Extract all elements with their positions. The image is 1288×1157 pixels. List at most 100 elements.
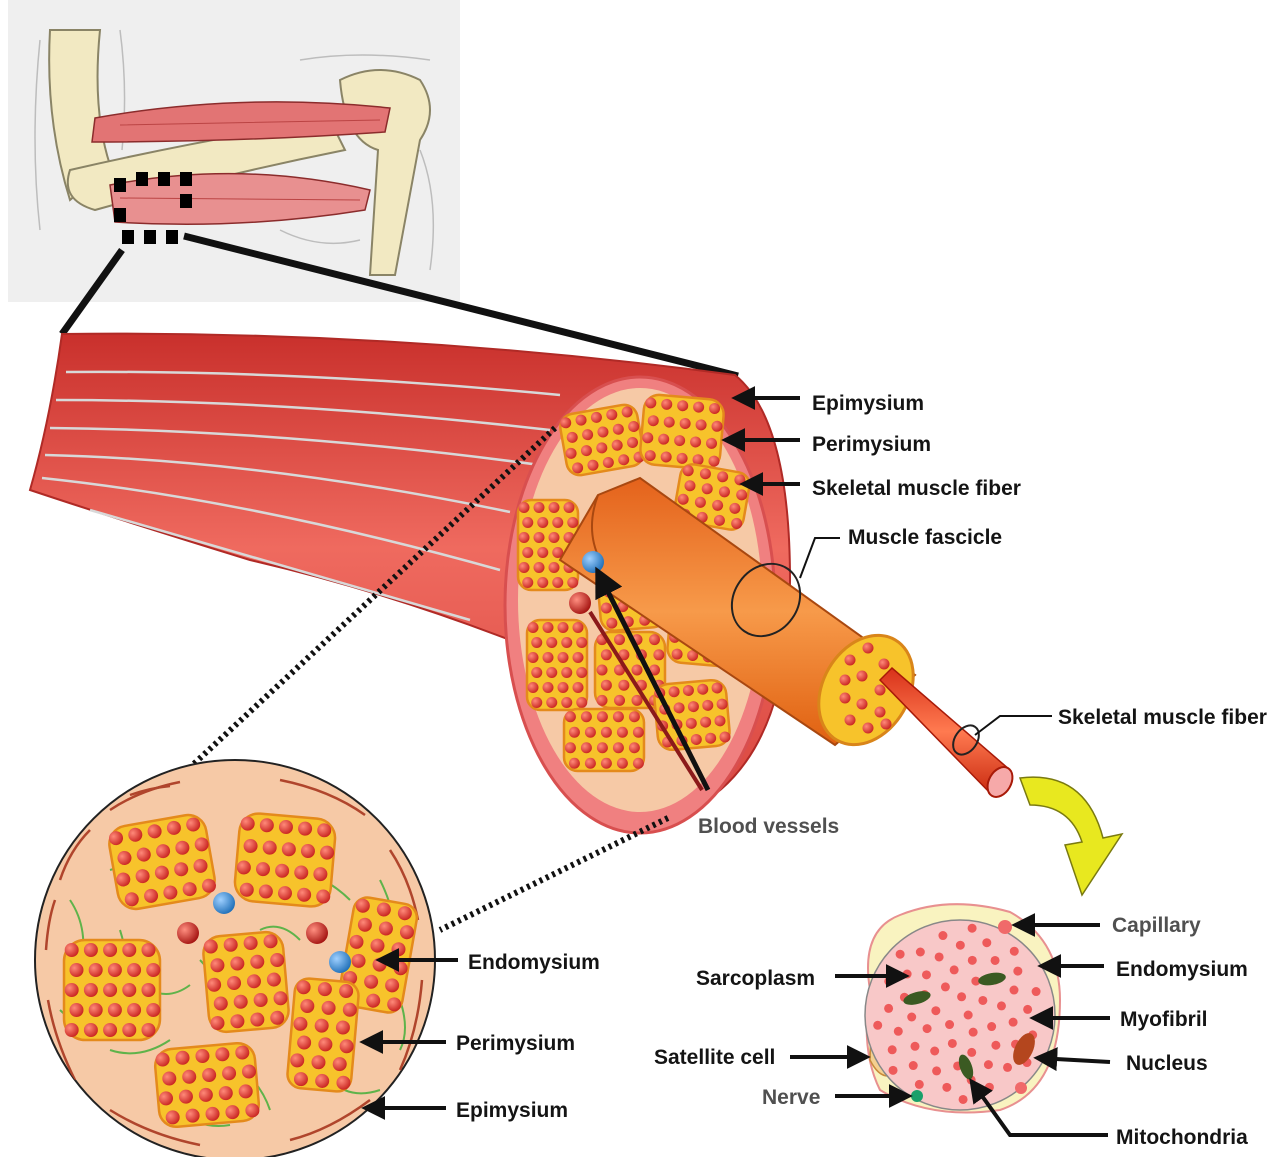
fascicle-end-fiber	[863, 643, 874, 654]
label-perimysium-top: Perimysium	[812, 433, 931, 456]
muscle-fiber-dot	[617, 758, 628, 769]
muscle-fiber-dot	[141, 983, 155, 997]
label-capillary: Capillary	[1112, 914, 1201, 937]
muscle-fiber-dot	[649, 634, 660, 645]
muscle-fiber-dot	[618, 680, 629, 691]
muscle-fiber-dot	[537, 547, 548, 558]
myofibril-dot	[991, 1041, 1000, 1050]
muscle-fiber-dot	[552, 517, 563, 528]
myofibril-dot	[945, 1020, 954, 1029]
muscle-fiber-dot	[576, 667, 587, 678]
muscle-fiber-dot	[569, 727, 580, 738]
myofibril-dot	[907, 1012, 916, 1021]
muscle-fiber-dot	[103, 943, 117, 957]
muscle-fiber-dot	[585, 727, 596, 738]
muscle-fiber-dot	[581, 711, 592, 722]
detail-fascicle	[286, 977, 359, 1092]
label-myofibril: Myofibril	[1120, 1008, 1208, 1031]
muscle-fiber-dot	[549, 562, 560, 573]
myofibril-dot	[957, 992, 966, 1001]
muscle-fiber-dot	[576, 637, 587, 648]
myofibril-dot	[942, 1083, 951, 1092]
detail-fascicle	[233, 812, 337, 908]
label-epimysium-left: Epimysium	[456, 1099, 568, 1122]
curved-zoom-arrow	[1020, 777, 1122, 895]
section-artery	[569, 592, 591, 614]
muscle-fiber-dot	[576, 697, 587, 708]
fascicle-end-fiber	[845, 655, 856, 666]
fascicle-end-fiber	[875, 707, 886, 718]
myofibril-dot	[987, 1022, 996, 1031]
detail-fascicle	[202, 931, 290, 1034]
capillary-2	[1015, 1082, 1027, 1094]
muscle-fiber-dot	[552, 577, 563, 588]
label-nucleus: Nucleus	[1126, 1052, 1208, 1075]
label-epimysium-top: Epimysium	[812, 392, 924, 415]
muscle-fiber-dot	[528, 652, 539, 663]
myofibril-dot	[941, 982, 950, 991]
muscle-fiber-dot	[531, 667, 542, 678]
fascicle-end-fiber	[857, 671, 868, 682]
muscle-fiber-dot	[528, 682, 539, 693]
myofibril-dot	[916, 947, 925, 956]
muscle-fiber-dot	[519, 562, 530, 573]
muscle-fiber-dot	[141, 1023, 155, 1037]
myofibril-dot	[915, 1080, 924, 1089]
myofibril-dot	[932, 1066, 941, 1075]
muscle-fiber-dot	[561, 697, 572, 708]
section-fascicle	[564, 709, 644, 771]
myofibril-dot	[950, 965, 959, 974]
muscle-fiber-dot	[564, 502, 575, 513]
muscle-fiber-dot	[585, 758, 596, 769]
muscle-fiber-dot	[534, 502, 545, 513]
myofibril-dot	[1003, 1063, 1012, 1072]
myofibril-dot	[948, 1039, 957, 1048]
muscle-fiber-dot	[146, 1003, 160, 1017]
myofibril-dot	[1023, 1005, 1032, 1014]
myofibril-dot	[978, 996, 987, 1005]
muscle-fiber-dot	[567, 517, 578, 528]
myofibril-dot	[935, 952, 944, 961]
muscle-fiber-dot	[565, 711, 576, 722]
myofibril-dot	[1009, 1018, 1018, 1027]
muscle-fiber-dot	[549, 502, 560, 513]
muscle-fiber-dot	[558, 652, 569, 663]
label-skeletal-muscle-fiber-right: Skeletal muscle fiber	[1058, 706, 1267, 729]
myofibril-dot	[959, 1095, 968, 1104]
muscle-fiber-dot	[629, 711, 640, 722]
myofibril-dot	[982, 938, 991, 947]
muscle-fiber-dot	[89, 1003, 103, 1017]
section-fascicle	[527, 620, 587, 710]
label-skeletal-muscle-fiber-top: Skeletal muscle fiber	[812, 477, 1021, 500]
muscle-fiber-dot	[84, 983, 98, 997]
muscle-fiber-dot	[108, 963, 122, 977]
muscle-fiber-dot	[543, 652, 554, 663]
muscle-fiber-dot	[633, 727, 644, 738]
muscle-fiber-dot	[597, 742, 608, 753]
myofibril-dot	[967, 1048, 976, 1057]
muscle-fiber-dot	[522, 547, 533, 558]
blood-vessel-vein-1	[213, 892, 235, 914]
muscle-fiber-dot	[633, 758, 644, 769]
fascicle-end-fiber	[845, 715, 856, 726]
blood-vessel-artery-2	[306, 922, 328, 944]
fascicle-end-fiber	[857, 699, 868, 710]
label-sarcoplasm: Sarcoplasm	[696, 967, 815, 990]
label-blood-vessels: Blood vessels	[698, 815, 839, 838]
muscle-fiber-dot	[601, 649, 612, 660]
muscle-fiber-dot	[561, 667, 572, 678]
blood-vessel-vein-2	[329, 951, 351, 973]
muscle-fiber-dot	[108, 1003, 122, 1017]
muscle-fiber-dot	[601, 758, 612, 769]
fascicle-end-fiber	[840, 693, 851, 704]
myofibril-dot	[968, 956, 977, 965]
muscle-fiber-dot	[84, 943, 98, 957]
muscle-fiber-dot	[534, 562, 545, 573]
myofibril-dot	[964, 1011, 973, 1020]
muscle-fiber-dot	[597, 711, 608, 722]
muscle-fiber-dot	[69, 1003, 83, 1017]
label-muscle-fascicle: Muscle fascicle	[848, 526, 1002, 549]
muscle-fiber-dot	[122, 1023, 136, 1037]
fascicle-end-fiber	[875, 685, 886, 696]
muscle-fiber-dot	[601, 680, 612, 691]
